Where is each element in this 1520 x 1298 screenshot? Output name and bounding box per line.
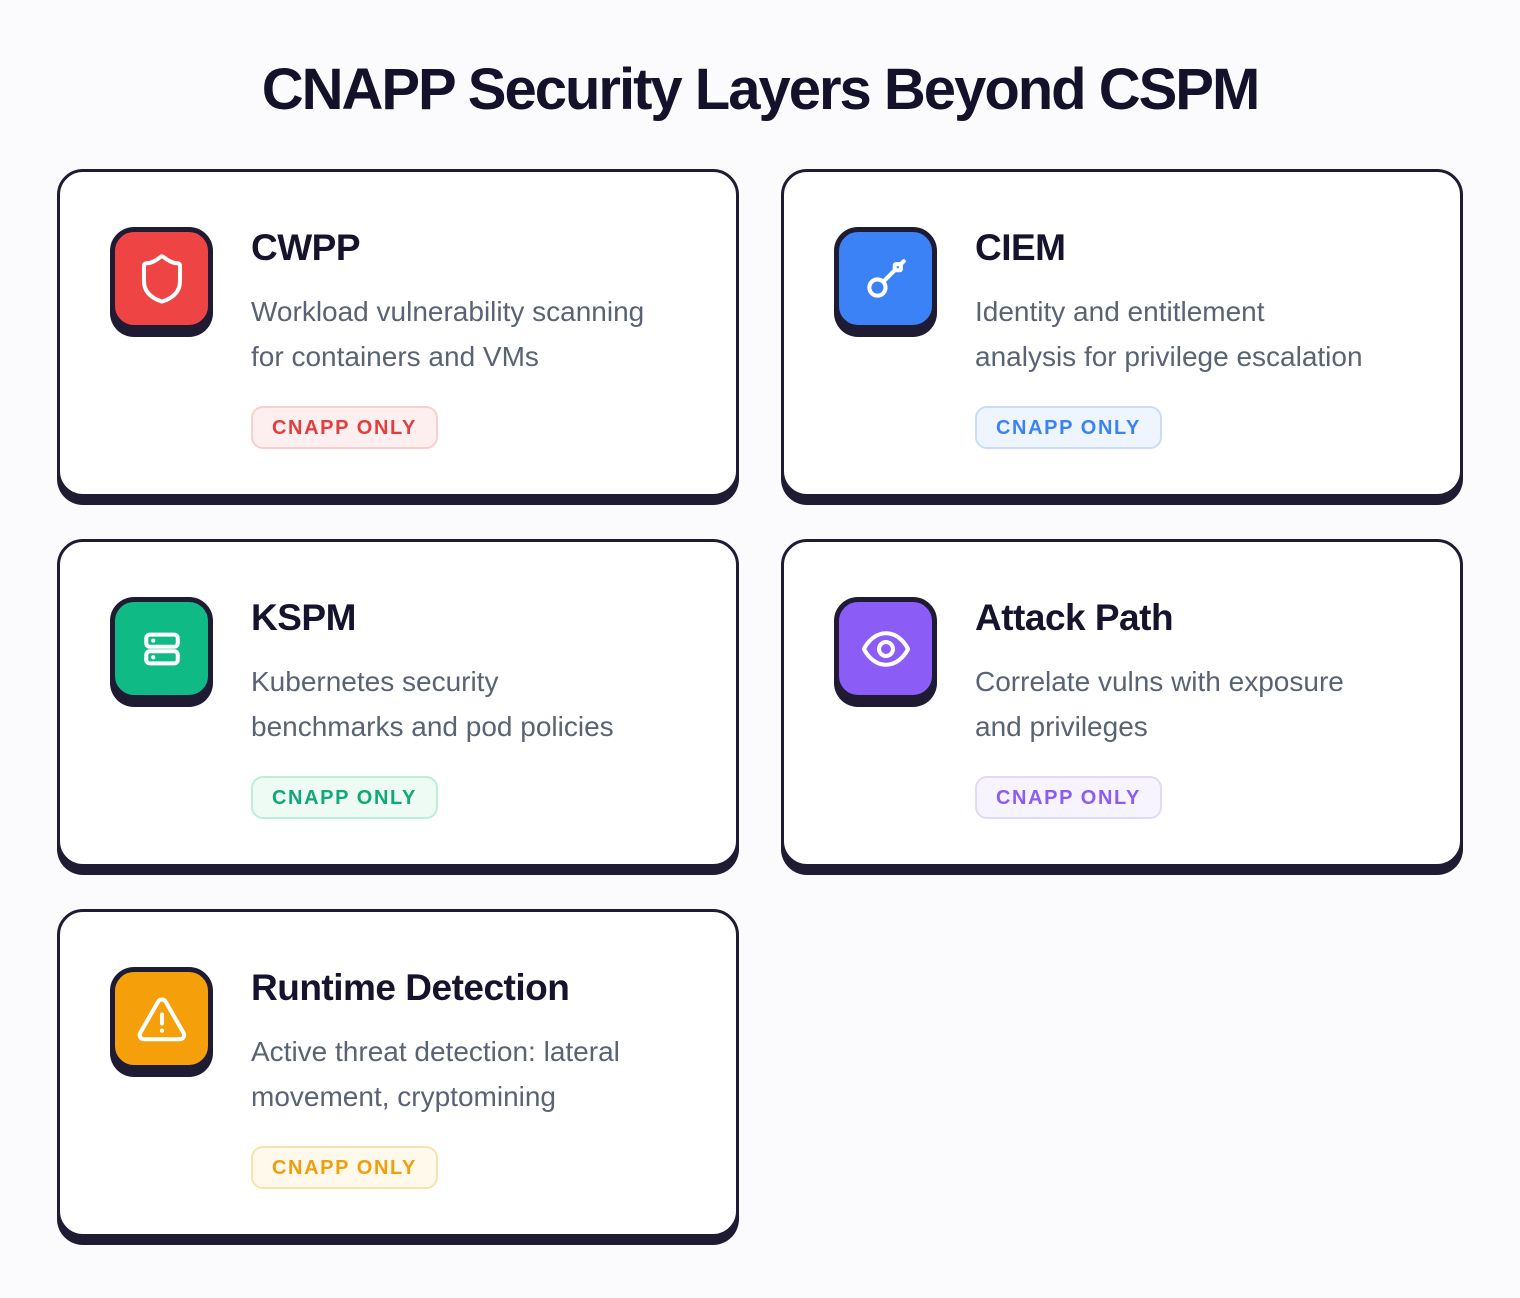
runtime-detection-content: Runtime Detection Active threat detectio…: [251, 967, 692, 1190]
kspm-content: KSPM Kubernetes security benchmarks and …: [251, 597, 692, 820]
cards-grid: CWPP Workload vulnerability scanning for…: [0, 169, 1520, 1237]
card-description: Kubernetes security benchmarks and pod p…: [251, 665, 614, 743]
key-icon: [859, 252, 913, 306]
cnapp-only-badge: CNAPP ONLY: [975, 776, 1162, 820]
cnapp-only-badge: CNAPP ONLY: [251, 1146, 438, 1190]
card-title: KSPM: [251, 597, 356, 638]
card-description: Correlate vulns with exposure and privil…: [975, 665, 1344, 743]
card-ciem: CIEM Identity and entitlement analysis f…: [781, 169, 1463, 497]
cwpp-icon-tile: [110, 227, 213, 330]
card-kspm: KSPM Kubernetes security benchmarks and …: [57, 539, 739, 867]
card-description: Active threat detection: lateral movemen…: [251, 1035, 620, 1113]
kspm-icon-tile: [110, 597, 213, 700]
card-title: Attack Path: [975, 597, 1174, 638]
card-cwpp: CWPP Workload vulnerability scanning for…: [57, 169, 739, 497]
cnapp-only-badge: CNAPP ONLY: [251, 776, 438, 820]
eye-icon: [859, 622, 913, 676]
card-title: CWPP: [251, 227, 361, 268]
card-attack-path: Attack Path Correlate vulns with exposur…: [781, 539, 1463, 867]
cnapp-only-badge: CNAPP ONLY: [251, 406, 438, 450]
page-title: CNAPP Security Layers Beyond CSPM: [261, 57, 1261, 122]
attack-path-icon-tile: [834, 597, 937, 700]
cnapp-only-badge: CNAPP ONLY: [975, 406, 1162, 450]
card-title: CIEM: [975, 227, 1066, 268]
cwpp-content: CWPP Workload vulnerability scanning for…: [251, 227, 692, 450]
card-description: Identity and entitlement analysis for pr…: [975, 295, 1363, 373]
shield-icon: [135, 252, 189, 306]
runtime-detection-icon-tile: [110, 967, 213, 1070]
ciem-content: CIEM Identity and entitlement analysis f…: [975, 227, 1416, 450]
warning-triangle-icon: [135, 992, 189, 1046]
ciem-icon-tile: [834, 227, 937, 330]
card-runtime-detection: Runtime Detection Active threat detectio…: [57, 909, 739, 1237]
server-icon: [135, 622, 189, 676]
attack-path-content: Attack Path Correlate vulns with exposur…: [975, 597, 1416, 820]
card-title: Runtime Detection: [251, 967, 570, 1008]
card-description: Workload vulnerability scanning for cont…: [251, 295, 645, 373]
